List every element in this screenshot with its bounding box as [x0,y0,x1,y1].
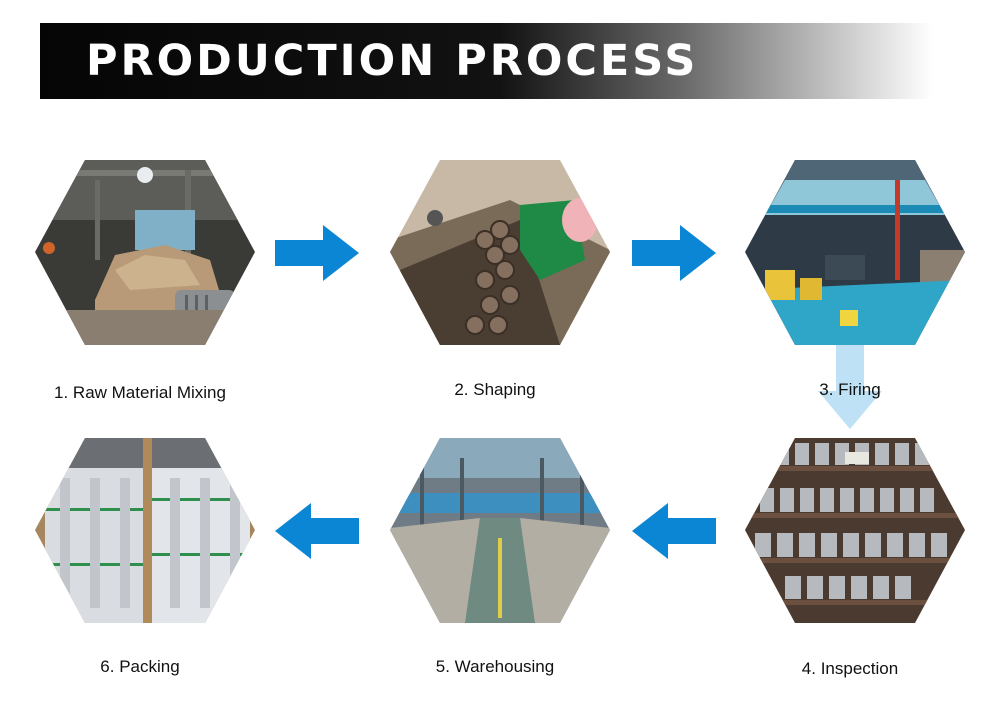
step-5-label: 5. Warehousing [435,657,555,676]
title-banner: PRODUCTION PROCESS [40,23,960,99]
step-5-photo [390,438,610,623]
step-3-label: 3. Firing [819,380,881,399]
step-1-photo [35,160,255,345]
step-3-photo [745,160,965,345]
arrow-down-icon [818,345,882,429]
step-4-photo [745,438,965,623]
step-6-photo [35,438,255,623]
step-6-label: 6. Packing [100,657,180,676]
arrow-left-icon [275,503,359,559]
arrow-right-icon [632,225,716,281]
step-4-label: 4. Inspection [801,659,899,678]
arrow-left-icon [632,503,716,559]
step-1-label: 1. Raw Material Mixing [54,383,226,402]
arrow-right-icon [275,225,359,281]
page-title: PRODUCTION PROCESS [86,36,699,86]
step-2-photo [390,160,610,345]
step-2-label: 2. Shaping [454,380,536,399]
